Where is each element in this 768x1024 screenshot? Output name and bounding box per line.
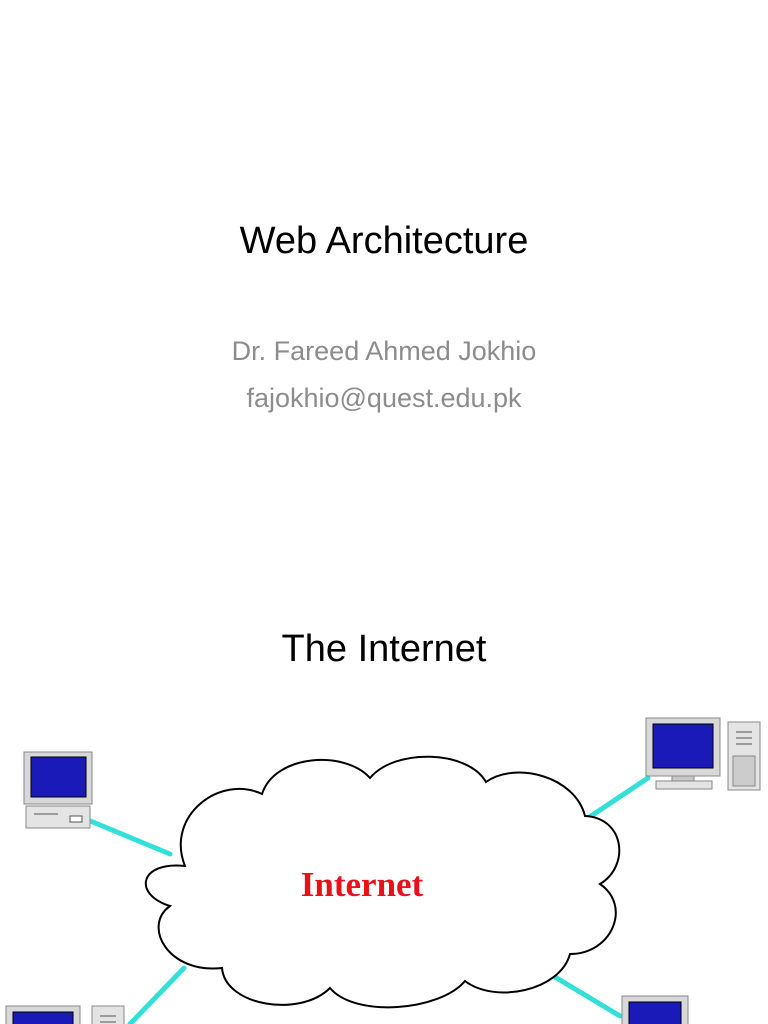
- link-top-right: [585, 775, 651, 821]
- computer-top-right-icon: [645, 717, 761, 791]
- computer-bottom-right-icon: [621, 995, 689, 1024]
- slide-title: The Internet: [281, 628, 487, 670]
- internet-cloud: [144, 755, 621, 1009]
- author-name: Dr. Fareed Ahmed Jokhio: [231, 336, 537, 366]
- cloud-label: Internet: [301, 865, 424, 904]
- computer-top-left-icon: [23, 751, 93, 829]
- title-slide: Web Architecture Dr. Fareed Ahmed Jokhio…: [231, 220, 537, 413]
- internet-diagram: Internet: [5, 717, 761, 1024]
- link-bottom-left: [127, 965, 187, 1024]
- computer-bottom-left-icon: [5, 1005, 125, 1024]
- internet-slide: The Internet Internet: [0, 576, 768, 1024]
- link-top-left: [85, 817, 173, 857]
- author-email: fajokhio@quest.edu.pk: [246, 383, 522, 413]
- presentation-title: Web Architecture: [239, 220, 529, 262]
